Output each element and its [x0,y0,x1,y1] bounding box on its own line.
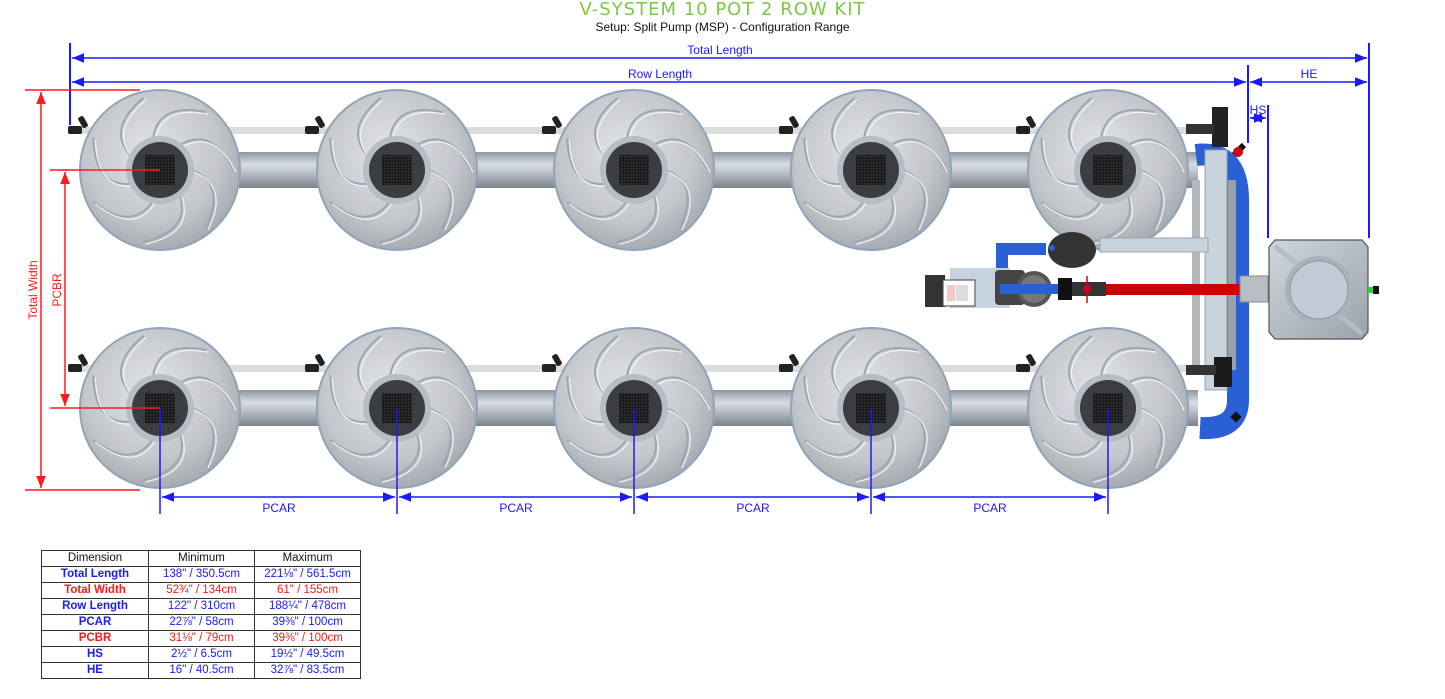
table-row: Total Length 138" / 350.5cm 221⅛" / 561.… [41,566,361,583]
pot [316,89,478,251]
red-valve-icon [1231,142,1247,158]
pcar-label: PCAR [499,501,533,515]
reservoir-tank [1268,239,1379,340]
table-row: Row Length 122" / 310cm 188¼" / 478cm [41,598,361,615]
total-width-label: Total Width [26,260,40,319]
pot [1027,89,1189,251]
header-dimension: Dimension [41,550,149,567]
dimension-name: Row Length [41,598,149,615]
total-length-label: Total Length [687,43,752,57]
header-minimum: Minimum [148,550,255,567]
dimension-min: 16" / 40.5cm [148,662,255,679]
hs-label: HS [1250,103,1267,117]
dimension-max: 188¼" / 478cm [254,598,361,615]
header-maximum: Maximum [254,550,361,567]
table-row: PCAR 22⅞" / 58cm 39⅜" / 100cm [41,614,361,631]
dimension-min: 22⅞" / 58cm [148,614,255,631]
drain-valve-icon [779,354,799,372]
table-row: Total Width 52¾" / 134cm 61" / 155cm [41,582,361,599]
drain-valve-icon [305,354,325,372]
dimensions-table: Dimension Minimum Maximum Total Length 1… [41,550,361,679]
system-diagram: Total Length Row Length HE HS Total Widt… [25,43,1379,515]
table-row: HE 16" / 40.5cm 32⅞" / 83.5cm [41,662,361,679]
dimension-name: PCBR [41,630,149,647]
page-subtitle: Setup: Split Pump (MSP) - Configuration … [595,20,850,34]
pcar-label: PCAR [262,501,296,515]
feed-line [1105,275,1269,303]
drain-valve-icon [779,116,799,134]
dimension-max: 39⅜" / 100cm [254,630,361,647]
dimension-max: 39⅜" / 100cm [254,614,361,631]
table-header-row: Dimension Minimum Maximum [41,550,361,567]
drain-valve-icon [68,116,88,134]
dimension-name: Total Width [41,582,149,599]
pot [553,89,715,251]
dimension-name: PCAR [41,614,149,631]
dimension-max: 32⅞" / 83.5cm [254,662,361,679]
table-row: PCBR 31⅛" / 79cm 39⅜" / 100cm [41,630,361,647]
drain-valve-icon [1016,116,1036,134]
table-row: HS 2½" / 6.5cm 19½" / 49.5cm [41,646,361,663]
page-title: V-SYSTEM 10 POT 2 ROW KIT [579,0,866,20]
dimension-min: 52¾" / 134cm [148,582,255,599]
dimension-min: 2½" / 6.5cm [148,646,255,663]
dimension-name: Total Length [41,566,149,583]
dimension-name: HS [41,646,149,663]
dimension-name: HE [41,662,149,679]
dimension-lines [25,43,1370,514]
dimension-min: 122" / 310cm [148,598,255,615]
dimension-max: 221⅛" / 561.5cm [254,566,361,583]
blue-manifold [1186,107,1249,440]
pot [790,89,952,251]
dimension-max: 61" / 155cm [254,582,361,599]
row-length-label: Row Length [628,67,692,81]
dimension-max: 19½" / 49.5cm [254,646,361,663]
pcar-label: PCAR [973,501,1007,515]
drain-valve-icon [542,116,562,134]
return-line [1099,237,1209,253]
pump [925,232,1106,308]
drain-valve-icon [305,116,325,134]
pcar-label: PCAR [736,501,770,515]
dimension-min: 138" / 350.5cm [148,566,255,583]
pcbr-label: PCBR [50,273,64,307]
he-label: HE [1301,67,1318,81]
drain-valve-icon [68,354,88,372]
drain-valve-icon [1016,354,1036,372]
dimension-min: 31⅛" / 79cm [148,630,255,647]
drain-valve-icon [542,354,562,372]
